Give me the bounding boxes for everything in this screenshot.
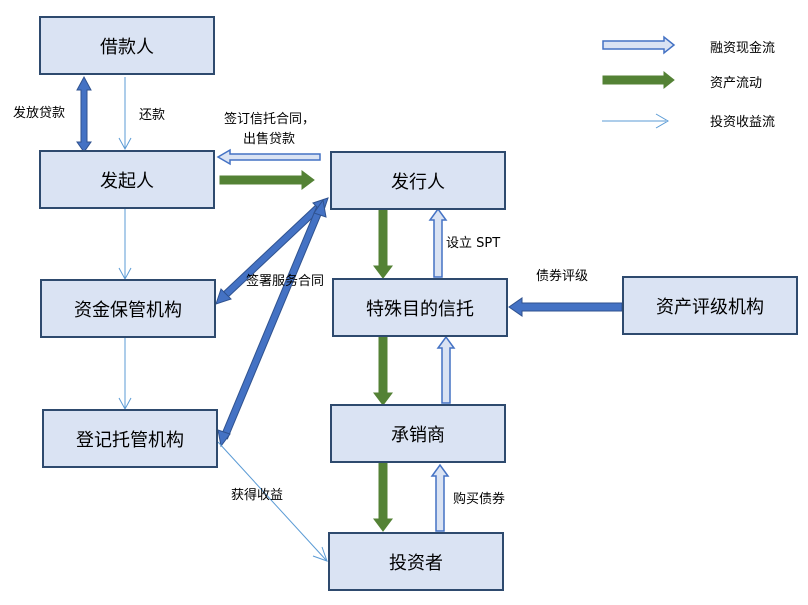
- node-registry: 登记托管机构: [42, 409, 218, 468]
- arrow-bond-rating: [508, 297, 623, 317]
- node-originator: 发起人: [39, 150, 215, 209]
- label-sign-trust-line1: 签订信托合同，: [224, 112, 316, 127]
- arrow-custodian-registry: [118, 338, 132, 411]
- legend-asset-arrow: [602, 70, 675, 90]
- legend-financing-arrow: [602, 35, 676, 55]
- legend-financing-label: 融资现金流: [710, 41, 776, 56]
- node-rating-agency: 资产评级机构: [622, 276, 798, 335]
- arrow-get-income: [217, 441, 328, 562]
- node-investor: 投资者: [328, 532, 504, 591]
- arrow-sign-trust: [216, 148, 321, 166]
- node-borrower: 借款人: [39, 16, 215, 75]
- node-issuer: 发行人: [330, 151, 506, 210]
- arrow-originator-custodian: [118, 209, 132, 281]
- arrow-issuer-spt-green: [373, 209, 393, 279]
- label-setup-spt: 设立 SPT: [446, 236, 501, 251]
- legend-asset-label: 资产流动: [710, 76, 763, 91]
- arrow-repay: [118, 77, 132, 151]
- arrow-underwriter-spt: [436, 335, 456, 404]
- arrow-buy-bonds: [430, 463, 450, 532]
- legend-income-arrow: [602, 113, 669, 129]
- label-lend: 发放贷款: [13, 106, 66, 121]
- arrow-spt-underwriter-green: [373, 336, 393, 406]
- label-sign-service: 签署服务合同: [246, 274, 325, 289]
- legend-income-label: 投资收益流: [710, 115, 776, 130]
- arrow-lend-double: [76, 75, 92, 153]
- label-bond-rating: 债券评级: [536, 269, 589, 284]
- arrow-service-registry: [217, 198, 327, 448]
- node-spt: 特殊目的信托: [332, 278, 508, 337]
- node-custodian: 资金保管机构: [40, 279, 216, 338]
- label-repay: 还款: [139, 108, 166, 123]
- arrow-sell-loans-green: [219, 170, 315, 190]
- arrow-setup-spt: [428, 207, 448, 278]
- label-get-income: 获得收益: [231, 488, 284, 503]
- label-sign-trust-line2: 出售贷款: [243, 132, 296, 147]
- arrow-underwriter-investor-green: [373, 462, 393, 532]
- label-buy-bonds: 购买债券: [453, 492, 506, 507]
- node-underwriter: 承销商: [330, 404, 506, 463]
